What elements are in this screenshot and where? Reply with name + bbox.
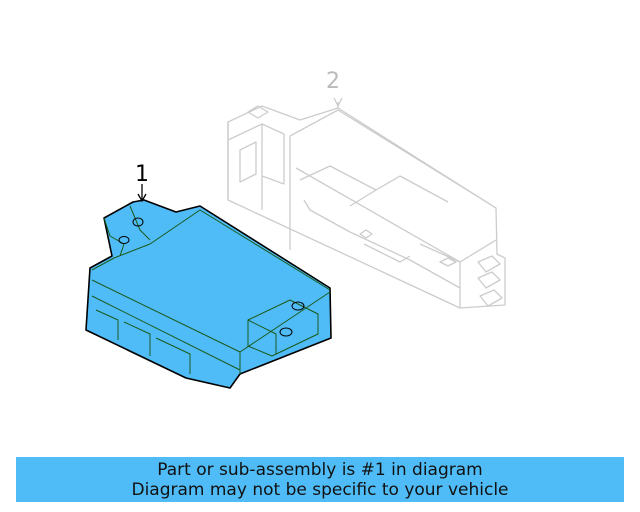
part-2-outline <box>227 97 506 309</box>
callout-1-arrow <box>137 184 147 203</box>
part-1-module <box>85 199 332 389</box>
banner-line-1: Part or sub-assembly is #1 in diagram <box>157 459 483 480</box>
parts-diagram: 2 1 <box>85 69 506 389</box>
callout-2-label: 2 <box>326 69 340 94</box>
info-banner: Part or sub-assembly is #1 in diagram Di… <box>16 457 624 502</box>
banner-line-2: Diagram may not be specific to your vehi… <box>131 479 509 500</box>
callout-1-label: 1 <box>135 162 149 187</box>
